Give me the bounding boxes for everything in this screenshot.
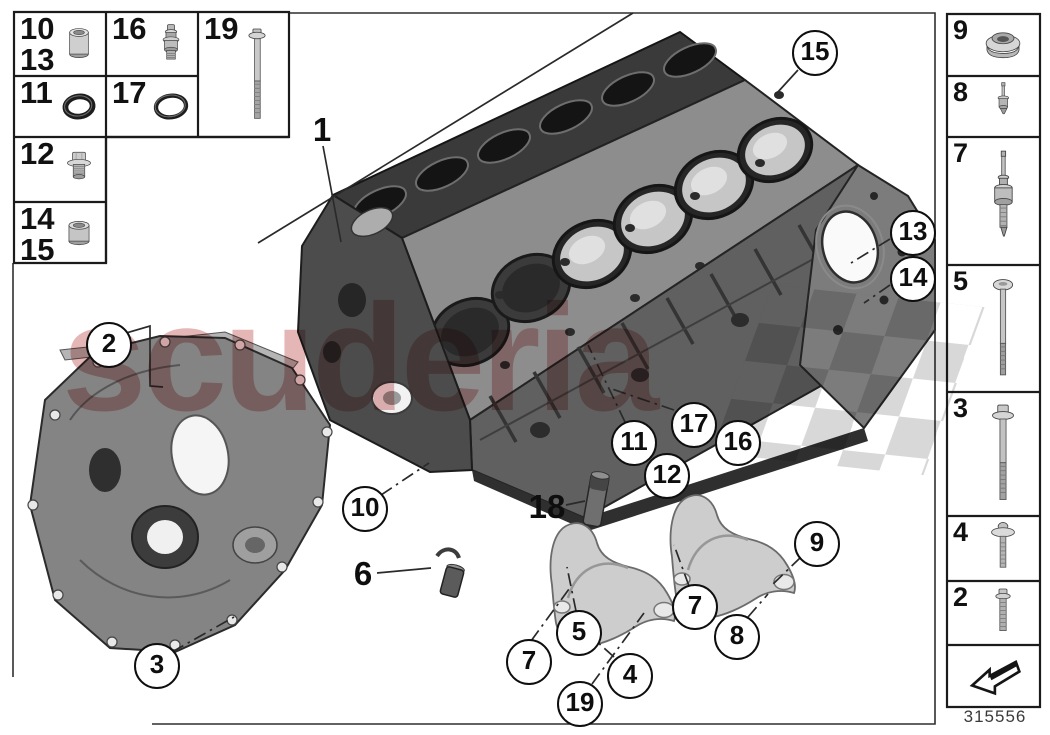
leader-line [257, 12, 634, 244]
parts-strip-grid [945, 12, 1042, 709]
callout-5[interactable]: 5 [556, 610, 602, 656]
vent-valve-icon [162, 24, 180, 60]
leader-line [611, 388, 675, 411]
callout-1[interactable]: 1 [312, 111, 332, 148]
legend-cell-16[interactable]: 16 [106, 12, 198, 76]
callout-16[interactable]: 16 [715, 420, 761, 466]
o-ring-icon [62, 93, 96, 120]
leader-line [863, 284, 891, 304]
leader-line [376, 567, 432, 574]
strip-cell-5[interactable]: 5 [947, 265, 1040, 392]
callout-11[interactable]: 11 [611, 420, 657, 466]
part-number-label: 12 [20, 136, 55, 171]
leader-line [591, 612, 645, 685]
leader-line [771, 556, 802, 586]
callout-12[interactable]: 12 [644, 453, 690, 499]
jet-valve-short-icon [997, 82, 1009, 115]
strip-cell-7[interactable]: 7 [947, 137, 1040, 265]
oil-spray-nozzle [435, 547, 465, 598]
flange-bolt-long-icon [992, 404, 1014, 500]
callout-14[interactable]: 14 [890, 256, 936, 302]
legend-cell-11[interactable]: 11 [14, 76, 106, 137]
part-number-label: 7 [953, 138, 969, 168]
leader-line [171, 616, 235, 653]
leader-line [587, 344, 626, 423]
timing-cover [27, 331, 333, 654]
leader-line [747, 593, 769, 618]
leader-line [125, 324, 164, 388]
callout-7[interactable]: 7 [506, 639, 552, 685]
long-screw-icon [248, 28, 266, 119]
strip-cell-4[interactable]: 4 [947, 516, 1040, 581]
leader-line [850, 238, 891, 264]
callout-13[interactable]: 13 [890, 210, 936, 256]
strip-cell-arrow[interactable] [947, 645, 1040, 707]
flange-bolt-short-icon [995, 588, 1011, 631]
part-number-label: 5 [953, 266, 969, 296]
legend-cell-19[interactable]: 19 [198, 12, 289, 137]
washer-head-bolt-icon [991, 522, 1015, 568]
legend-table-grid [12, 10, 291, 265]
crankcase-openings [530, 313, 749, 438]
callout-4[interactable]: 4 [607, 653, 653, 699]
leader-line [776, 69, 799, 94]
leader-line [566, 566, 577, 612]
o-ring-large-icon [153, 93, 189, 120]
leader-line [673, 544, 690, 587]
leader-line [565, 500, 586, 506]
part-number-label: 16 [112, 11, 147, 46]
callout-18[interactable]: 18 [528, 488, 566, 525]
part-number-label: 3 [953, 393, 969, 423]
sleeve-icon [69, 28, 89, 59]
part-number-label: 2 [953, 582, 969, 612]
sealing-plug-icon [985, 32, 1021, 59]
callout-17[interactable]: 17 [671, 402, 717, 448]
callout-7[interactable]: 7 [672, 584, 718, 630]
callout-2[interactable]: 2 [86, 322, 132, 368]
direction-arrow-icon [969, 660, 1021, 696]
part-number-label: 17 [112, 75, 147, 110]
strip-cell-9[interactable]: 9 [947, 14, 1040, 76]
engine-block-illustration [27, 30, 936, 654]
stud-bolt-icon [992, 279, 1014, 376]
callout-6[interactable]: 6 [353, 555, 373, 592]
sleeve-short-icon [68, 221, 90, 246]
drawing-number: 315556 [963, 707, 1027, 726]
part-number-label: 4 [953, 517, 969, 547]
legend-cell-17[interactable]: 17 [106, 76, 198, 137]
callout-9[interactable]: 9 [794, 521, 840, 567]
leader-line [380, 462, 430, 496]
drawing-frame [12, 12, 936, 725]
crankshaft-bore [820, 210, 880, 284]
leader-line [322, 145, 342, 243]
part-number-label: 9 [953, 15, 969, 45]
part-number-label: 11 [20, 75, 53, 110]
part-number-label: 19 [204, 11, 239, 46]
callout-19[interactable]: 19 [557, 681, 603, 727]
callout-10[interactable]: 10 [342, 486, 388, 532]
callout-15[interactable]: 15 [792, 30, 838, 76]
front-face [296, 193, 474, 474]
strip-cell-3[interactable]: 3 [947, 392, 1040, 516]
jet-valve-long-icon [994, 150, 1013, 237]
legend-cell-12[interactable]: 12 [14, 137, 106, 202]
dowel-sleeve-part [582, 471, 610, 528]
screw-plug-icon [67, 151, 91, 180]
callout-8[interactable]: 8 [714, 614, 760, 660]
part-number-label: 8 [953, 77, 969, 107]
strip-cell-2[interactable]: 2 [947, 581, 1040, 645]
leader-line [530, 588, 570, 642]
strip-cell-8[interactable]: 8 [947, 76, 1040, 137]
cylinder-bores [429, 116, 814, 368]
callout-3[interactable]: 3 [134, 643, 180, 689]
